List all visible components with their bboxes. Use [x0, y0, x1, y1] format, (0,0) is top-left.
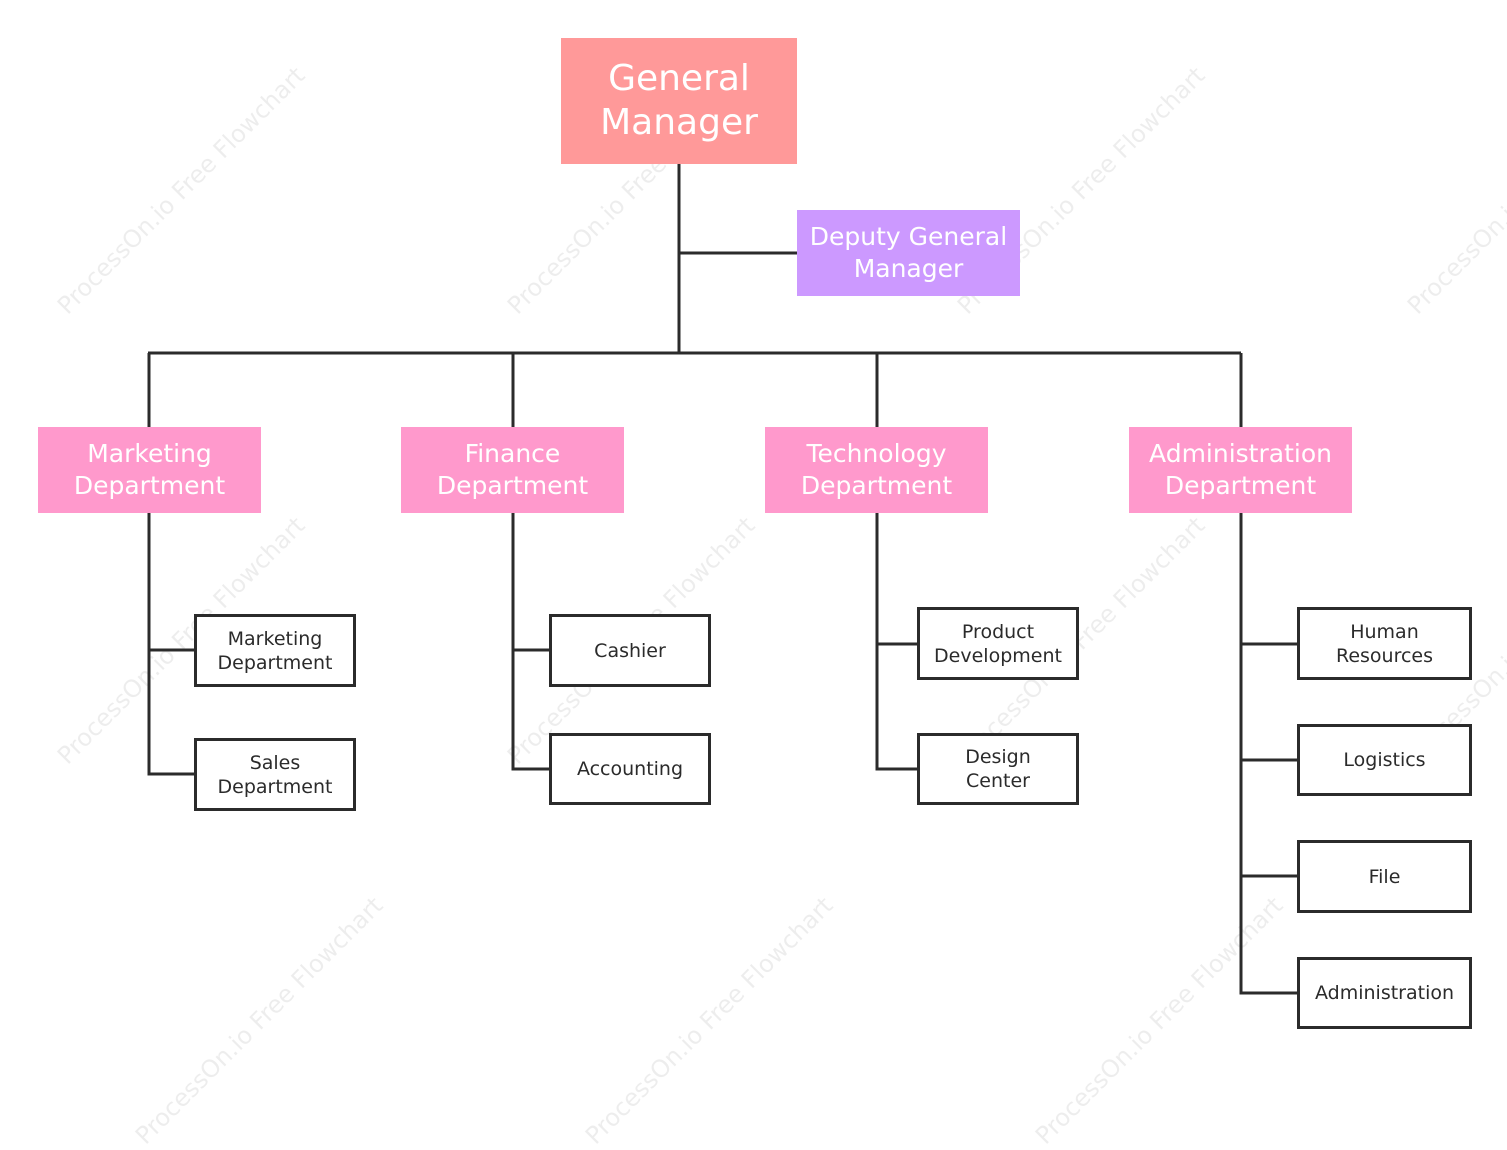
technology-department-node[interactable]: Technology Department: [765, 427, 988, 513]
human-resources-node[interactable]: Human Resources: [1297, 607, 1472, 680]
marketing-sub-marketing-node[interactable]: Marketing Department: [194, 614, 356, 687]
connector-marketing-children: [147, 513, 194, 776]
finance-department-node[interactable]: Finance Department: [401, 427, 624, 513]
connector-administration-children: [1239, 513, 1297, 995]
sales-department-node[interactable]: Sales Department: [194, 738, 356, 811]
dept-label-line1: Administration: [1149, 439, 1332, 468]
sub-label-line2: Resources: [1335, 644, 1434, 667]
dept-label-line2: Department: [1164, 471, 1317, 500]
deputy-label-line1: Deputy General: [809, 222, 1008, 251]
sub-label-line1: Human: [1350, 620, 1419, 643]
product-development-node[interactable]: Product Development: [917, 607, 1079, 680]
dept-label-line2: Department: [436, 471, 589, 500]
sub-label-line2: Development: [934, 644, 1062, 667]
general-manager-label-line2: Manager: [600, 102, 758, 143]
org-chart: ProcessOn.io Free Flowchart ProcessOn.io…: [38, 38, 1507, 1150]
sub-label-line2: Department: [217, 651, 333, 674]
connector-lines: [147, 164, 1297, 995]
sub-label: File: [1368, 865, 1401, 888]
design-center-node[interactable]: Design Center: [917, 733, 1079, 805]
sub-label: Accounting: [576, 758, 684, 780]
dept-label-line1: Technology: [806, 439, 947, 468]
cashier-node[interactable]: Cashier: [549, 614, 711, 687]
marketing-department-node[interactable]: Marketing Department: [38, 427, 261, 513]
connector-finance-children: [511, 513, 549, 771]
general-manager-node[interactable]: General Manager: [561, 38, 797, 164]
dept-label-line2: Department: [73, 471, 226, 500]
sub-label: Logistics: [1343, 749, 1426, 771]
deputy-general-manager-node[interactable]: Deputy General Manager: [797, 210, 1020, 296]
sub-label-line1: Product: [961, 620, 1035, 643]
dept-label-line1: Marketing: [87, 439, 212, 468]
deputy-label-line2: Manager: [853, 254, 964, 283]
sub-label-line2: Center: [966, 770, 1030, 792]
sub-label-line1: Marketing: [227, 627, 323, 650]
connector-technology-children: [875, 513, 917, 771]
dept-label-line2: Department: [800, 471, 953, 500]
sub-label-line1: Sales: [249, 751, 301, 774]
administration-sub-node[interactable]: Administration: [1297, 957, 1472, 1029]
file-node[interactable]: File: [1297, 840, 1472, 913]
dept-label-line1: Finance: [464, 439, 561, 468]
general-manager-label-line1: General: [608, 58, 750, 99]
administration-department-node[interactable]: Administration Department: [1129, 427, 1352, 513]
sub-label: Cashier: [594, 639, 666, 662]
sub-label-line1: Design: [965, 746, 1031, 768]
logistics-node[interactable]: Logistics: [1297, 724, 1472, 796]
sub-label-line2: Department: [217, 775, 333, 798]
sub-label: Administration: [1314, 982, 1455, 1004]
accounting-node[interactable]: Accounting: [549, 733, 711, 805]
